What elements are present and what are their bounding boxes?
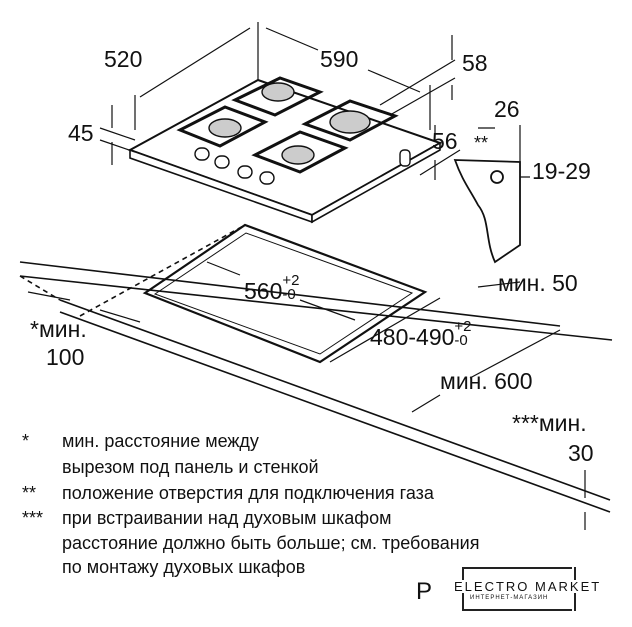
note-line: по монтажу духовых шкафов xyxy=(62,557,306,577)
dim-cutout-width: 560+2-0 xyxy=(244,272,300,304)
dim-glass: 58 xyxy=(462,50,488,76)
dim-gas-height: 19-29 xyxy=(532,158,591,184)
dim-height: 45 xyxy=(68,120,94,146)
note-mark: *** xyxy=(22,508,44,528)
note-line: мин. расстояние между xyxy=(62,431,259,451)
dim-gas-offset: 26 xyxy=(494,96,520,122)
note-line: при встраивании над духовым шкафом xyxy=(62,508,392,528)
dim-min-oven-label: ***мин. xyxy=(512,410,587,436)
logo-letter: P xyxy=(416,578,433,605)
gas-connection-side-view xyxy=(453,159,521,264)
note-line: вырезом под панель и стенкой xyxy=(62,457,319,477)
note-line: расстояние должно быть больше; см. требо… xyxy=(62,533,480,553)
hob xyxy=(127,76,443,224)
dim-min-side-value: 100 xyxy=(46,344,85,370)
dim-cutout-depth: 480-490+2-0 xyxy=(370,318,472,350)
gas-marker: ** xyxy=(474,133,489,153)
logo-tagline: ИНТЕРНЕТ-МАГАЗИН xyxy=(470,595,549,601)
dim-min-back: мин. 50 xyxy=(498,270,578,296)
note-mark: * xyxy=(22,431,30,451)
countertop xyxy=(19,224,613,513)
logo-name: ELECTRO MARKET xyxy=(452,579,604,594)
note-line: положение отверстия для подключения газа xyxy=(62,483,434,503)
dim-min-side-label: *мин. xyxy=(30,316,87,342)
dim-min-oven-value: 30 xyxy=(568,440,594,466)
dim-length: 590 xyxy=(320,46,359,72)
cutout xyxy=(142,223,428,364)
dim-width: 520 xyxy=(104,46,143,72)
note-mark: ** xyxy=(22,483,37,503)
dim-feet: 56 xyxy=(432,128,458,154)
dim-min-depth: мин. 600 xyxy=(440,368,533,394)
